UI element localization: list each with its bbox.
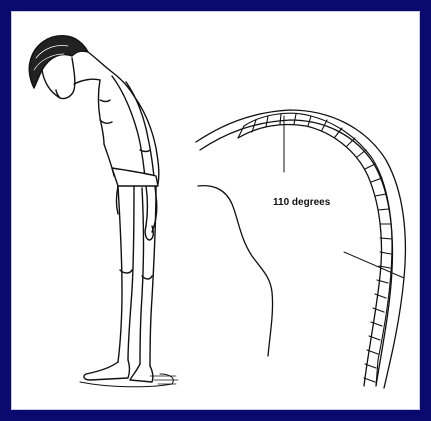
- vertebrae: [238, 113, 392, 386]
- back-foot: [130, 364, 153, 382]
- bent-man-illustration: [29, 36, 178, 387]
- angle-label: 110 degrees: [273, 197, 330, 208]
- front-leg: [118, 186, 122, 362]
- front-contour: [198, 186, 273, 356]
- spine-curvature-diagram: [196, 110, 405, 388]
- figure-canvas: [11, 11, 420, 410]
- back-contour-inner: [200, 120, 392, 386]
- angle-line-lower: [344, 252, 404, 278]
- back-line: [134, 96, 159, 184]
- spine-front-edge: [238, 125, 382, 387]
- shorts: [112, 168, 158, 186]
- hair: [29, 36, 88, 88]
- front-foot: [84, 360, 130, 380]
- back-contour-outer: [196, 110, 405, 388]
